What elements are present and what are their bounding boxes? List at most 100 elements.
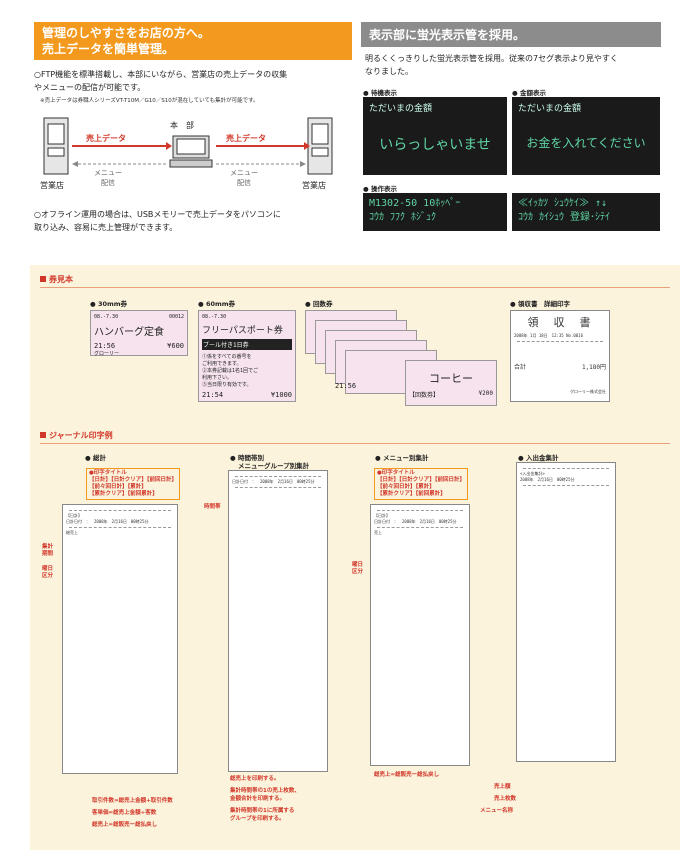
left-title-line1: 管理のしやすさをお店の方へ。 (42, 26, 210, 40)
ann-time: 時間帯 (204, 504, 221, 510)
ann-j4-n2: 売上枚数 (494, 796, 517, 802)
j3-money: 売上 (374, 530, 382, 535)
t30-shop: グローリー (94, 351, 120, 357)
t30-item: ハンバーグ定食 (94, 327, 164, 338)
ann-j3-n1: 総売上=総販売ー総払戻し (374, 772, 440, 778)
store-label-left: 営業店 (40, 181, 64, 190)
journal-receipt-1: 【日計】 日計日付 ： 2008年 2月16日 00時25分 総売上 (62, 504, 178, 774)
vfd-standby: ただいまの金額 いらっしゃいませ (363, 97, 507, 175)
delivery-right: 配信 (237, 179, 251, 187)
multi-price: ¥200 (478, 390, 493, 397)
op-label: 操作表示 (363, 183, 397, 193)
vfd-op2-line2: ｺｳｶ ｶｲｼｭｳ 登録･ｼﾃｲ (518, 212, 611, 223)
ann-j2-n5: グループを印刷する。 (230, 816, 285, 822)
t60-n2: ご利用できます。 (202, 361, 242, 367)
j3-ann-title: ●印字タイトル (377, 470, 415, 476)
vfd-amount-msg: お金を入れてください (526, 136, 646, 150)
j1-title-annotation: ●印字タイトル 【日計】【日計クリア】【前回日計】 【前々回日計】【累計】 【累… (86, 468, 181, 500)
rc-total-label: 合計 (514, 364, 527, 371)
ann-date-l1: 曜日 (42, 566, 54, 572)
j3-title-annotation: ●印字タイトル 【日計】【日計クリア】【前回日計】 【前々回日計】【累計】 【累… (374, 468, 469, 500)
journal-receipt-2: 日計日付 ： 2008年 2月16日 00時25分 (228, 470, 328, 772)
menu-left: メニュー (94, 169, 122, 177)
delivery-left: 配信 (101, 179, 115, 187)
vfd-op1: M1302-50 10ﾎｯﾍﾟｰ ｺｳｶ ﾌﾌｸ ﾎｼﾞｭｸ (363, 193, 507, 231)
left-title-line2: 売上データを簡単管理。 (42, 42, 175, 56)
j3-ann-l2: 【前々回日計】【累計】 (377, 484, 435, 490)
t60-price: ¥1000 (270, 391, 292, 399)
vfd-amount-header: ただいまの金額 (518, 104, 582, 114)
j3-line1: 日計日付 ： 2008年 2月16日 00時25分 (374, 519, 457, 524)
t60-n5: ③当日限り有効です。 (202, 382, 252, 388)
right-p-line2: なりました。 (365, 67, 413, 76)
j1-line1: 日計日付 ： 2008年 2月16日 00時25分 (66, 519, 149, 524)
multi-time: 21:56 (335, 382, 357, 390)
network-diagram-svg (43, 117, 333, 175)
sales-data-left: 売上データ (86, 134, 126, 143)
j3-divider (377, 510, 463, 511)
multi-item: コーヒー (429, 372, 473, 385)
j3-ann-l1: 【日計】【日計クリア】【前回日計】 (377, 477, 466, 483)
j3-divider2 (377, 527, 463, 528)
ann-date: 曜日 区分 (42, 566, 58, 580)
vfd-standby-msg: いらっしゃいませ (379, 137, 491, 153)
j3-ann-date: 曜日 区分 (352, 562, 368, 576)
j3-label: メニュー別集計 (375, 452, 429, 462)
p2-line2: 取り込み、容易に売上管理ができます。 (34, 223, 178, 232)
j1-sales: 総売上 (66, 530, 78, 535)
ann-j4-n1: 売上額 (494, 784, 511, 790)
ann-n2: 客単価=総売上金額÷客数 (92, 810, 157, 816)
t60-date: 08.-7.30 (202, 314, 227, 320)
left-paragraph2: ○オフライン運用の場合は、USBメモリーで売上データをパソコンに 取り込み、容易… (34, 208, 354, 234)
j4-label: 入出金集計 (518, 452, 559, 462)
t60-n1: ①係をすべての番号を (202, 354, 252, 360)
rc-divider (517, 341, 603, 342)
ann-n3: 総売上=総販売ー総払戻し (92, 822, 158, 828)
left-note: ※売上データは券職人シリーズVT-T10M／G10／S10が混在していても集計が… (40, 98, 259, 104)
j2-label: 時間帯別 (230, 452, 264, 462)
multi-ticket-front: コーヒー 【回数券】 ¥200 (405, 360, 497, 406)
vfd-op1-line2: ｺｳｶ ﾌﾌｸ ﾎｼﾞｭｸ (369, 212, 437, 223)
store-label-right: 営業店 (302, 181, 326, 190)
j3-hdr: 【日計】 (374, 513, 390, 518)
t30-time: 21:56 (94, 342, 116, 350)
p2-line1: ○オフライン運用の場合は、USBメモリーで売上データをパソコンに (34, 210, 281, 219)
t60-label: 60mm券 (198, 298, 235, 308)
t60-band: ブール付き1日券 (202, 339, 292, 350)
journal-receipt-3: 【日計】 日計日付 ： 2008年 2月16日 00時25分 売上 (370, 504, 470, 766)
left-title: 管理のしやすさをお店の方へ。 売上データを簡単管理。 (34, 22, 352, 60)
vfd-op1-line1: M1302-50 10ﾎｯﾍﾟｰ (369, 198, 461, 209)
journal-section-heading: ジャーナル印字例 (40, 430, 670, 444)
sales-data-right: 売上データ (226, 134, 266, 143)
multi-count: 【回数券】 (409, 392, 440, 399)
j1-divider2 (69, 527, 171, 528)
t60-n4: 利用下さい。 (202, 375, 233, 381)
j4-title: <入出金集計> (520, 471, 545, 476)
right-paragraph: 明るくくっきりした蛍光表示管を採用。従来の7セグ表示より見やすく なりました。 (365, 52, 675, 78)
j3-ann-date-l2: 区分 (352, 569, 364, 575)
rc-title: 領 収 書 (527, 316, 593, 329)
hq-label: 本 部 (170, 121, 194, 130)
p1-line2: やメニューの配信が可能です。 (34, 83, 146, 92)
journal-receipt-4: <入出金集計> 2008年 2月16日 00時25分 (516, 462, 616, 762)
multi-label: 回数券 (305, 298, 333, 308)
j1-hdr: 【日計】 (66, 513, 82, 518)
ann-title: ●印字タイトル (89, 470, 127, 476)
network-diagram (38, 114, 348, 196)
right-title: 表示部に蛍光表示管を採用。 (361, 22, 661, 47)
j2-line1: 日計日付 ： 2008年 2月16日 00時25分 (232, 479, 315, 484)
j2-divider (235, 476, 321, 477)
rc-total: 1,180円 (581, 364, 606, 371)
vfd-op2: ≪ｲｯｶﾂ ｼｭｳｹｲ≫ ↑↓ ｺｳｶ ｶｲｼｭｳ 登録･ｼﾃｲ (512, 193, 660, 231)
j1-divider (69, 510, 171, 511)
ticket-section-heading: 券見本 (40, 274, 670, 288)
rc-lines-space (514, 344, 606, 362)
j4-divider2 (523, 485, 609, 486)
receipt-label: 領収書 詳細印字 (510, 298, 570, 308)
j2-divider2 (235, 487, 321, 488)
p1-line1: ○FTP機能を標準搭載し、本部にいながら、営業店の売上データの収集 (34, 70, 288, 79)
t60-n3: ②本券記載は1名1回でご (202, 368, 259, 374)
ann-l2: 【前々回日計】【累計】 (89, 484, 147, 490)
ann-j2-n4: 集計時間帯の1に所属する (230, 808, 295, 814)
